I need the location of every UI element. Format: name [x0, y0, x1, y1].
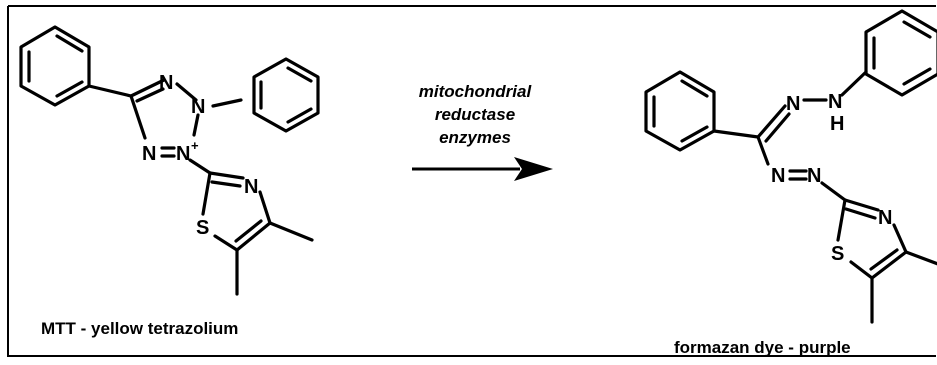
reactant-caption: MTT - yellow tetrazolium: [41, 319, 238, 338]
reactant-phenyl-left-inner: [27, 34, 84, 98]
reactant-atom-n-right: N: [191, 96, 205, 118]
product-bond-n-thiazole: [820, 181, 847, 202]
formazan-structure: N N H N N N S: [644, 9, 937, 324]
reactant-atom-n-left: N: [142, 143, 156, 165]
reactant-c5-n4-double: [135, 87, 165, 103]
product-thz-s-c2: [836, 198, 847, 242]
reactant-atom-n-top: N: [159, 72, 173, 94]
product-atom-thiazole-s: S: [831, 243, 844, 265]
reactant-atom-thiazole-n: N: [244, 176, 258, 198]
reactant-c5-n4: [129, 78, 166, 98]
frame: [7, 5, 936, 357]
reactant-phenyl-right: [252, 57, 320, 133]
product-caption: formazan dye - purple: [674, 338, 851, 357]
product-bond-nh-ph: [840, 70, 868, 97]
reactant-atom-thiazole-s: S: [196, 217, 209, 239]
product-c-n1: [756, 104, 787, 139]
product-phenyl-left: [644, 70, 716, 152]
conditions-line-1: mitochondrial: [419, 82, 533, 101]
product-thz-c5-s: [849, 260, 874, 280]
arrow-head: [514, 157, 553, 181]
reactant-thz-n3-c4: [258, 190, 272, 225]
product-atom-nh-h: H: [830, 113, 844, 135]
product-c-n1-double: [764, 112, 791, 143]
product-atom-n3: N: [771, 165, 785, 187]
reactant-n3-n2: [192, 113, 200, 137]
product-atom-n4: N: [807, 165, 821, 187]
product-thz-c4-c5-double: [869, 248, 899, 271]
product-methyl-c4: [904, 250, 937, 266]
product-atom-n1: N: [786, 93, 800, 115]
mtt-structure: N N N N + N S: [19, 25, 320, 296]
reaction-arrow: [412, 157, 553, 181]
reactant-atom-n-plus: N: [176, 143, 190, 165]
product-atom-thiazole-n: N: [878, 207, 892, 229]
product-phenyl-left-inner: [652, 79, 709, 143]
reactant-thz-c2-n3-double: [210, 180, 242, 188]
reactant-bond-n-ph: [211, 98, 243, 108]
reactant-thz-c2-n3: [208, 171, 245, 180]
reactant-thz-c5-s: [213, 234, 239, 252]
reactant-n1-c5: [129, 94, 147, 140]
conditions-line-3: enzymes: [439, 128, 511, 147]
reactant-bond-ph-c5: [87, 84, 133, 98]
product-phenyl-right-inner: [872, 20, 932, 86]
reactant-phenyl-left: [19, 25, 91, 107]
reactant-thz-s-c2: [201, 171, 212, 216]
product-phenyl-right: [864, 9, 937, 97]
reactant-thz-c4-c5: [235, 221, 272, 252]
reactant-phenyl-right-inner: [259, 66, 313, 124]
reaction-conditions: mitochondrial reductase enzymes: [419, 82, 533, 147]
product-c-n3: [756, 135, 770, 166]
reactant-charge: +: [191, 138, 199, 153]
product-thz-c2-n3: [843, 198, 880, 212]
reactant-n4-n3: [175, 82, 198, 102]
product-atom-nh-n: N: [828, 91, 842, 113]
reactant-bond-n-thiazole: [188, 158, 212, 175]
product-thz-n3-c4: [892, 223, 908, 254]
conditions-line-2: reductase: [435, 105, 515, 124]
product-thz-c4-c5: [870, 250, 908, 280]
product-bond-ph-c: [712, 129, 760, 139]
reactant-thz-c4-c5-double: [234, 219, 263, 243]
product-thz-c2-n3-double: [844, 207, 877, 220]
reactant-methyl-c4: [268, 221, 314, 242]
